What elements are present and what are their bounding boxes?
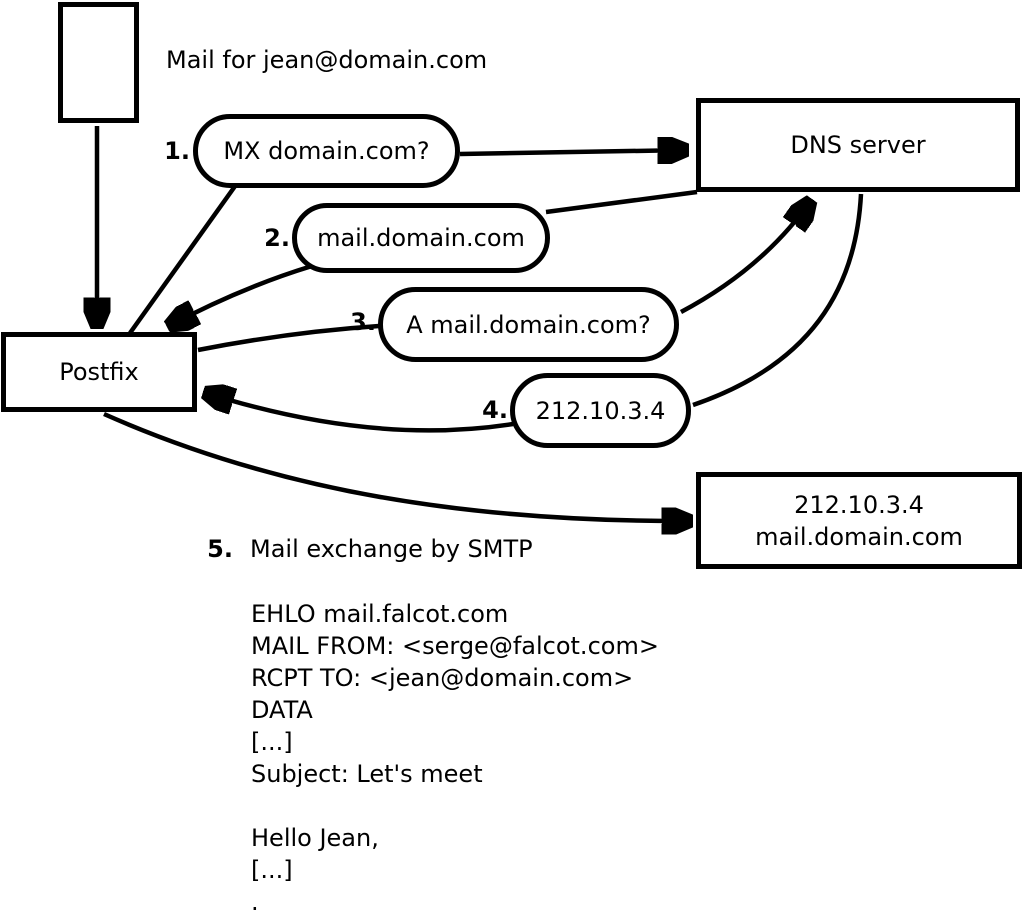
step-number-2: 2. <box>264 224 290 252</box>
arrow-postfix-to-mailserver <box>103 411 693 521</box>
smtp-line-ellipsis1: [...] <box>251 728 293 756</box>
line-dns-to-answer2 <box>545 189 698 215</box>
mail-server-hostname: mail.domain.com <box>755 522 963 551</box>
smtp-line-data: DATA <box>251 696 313 724</box>
step-number-3: 3. <box>350 308 376 336</box>
answer-mx-label: mail.domain.com <box>317 224 525 252</box>
mail-server-ip: 212.10.3.4 <box>794 490 924 519</box>
dns-server-label: DNS server <box>790 131 926 159</box>
line-postfix-to-query3 <box>197 323 380 353</box>
step-number-1: 1. <box>164 137 190 165</box>
postfix-node: Postfix <box>1 332 197 412</box>
mail-server-node: 212.10.3.4 mail.domain.com <box>696 472 1022 569</box>
smtp-line-blank <box>251 790 659 822</box>
query-a-pill: A mail.domain.com? <box>378 287 679 362</box>
line-dns-to-answer4 <box>692 193 864 408</box>
smtp-line-greeting: Hello Jean, <box>251 824 379 852</box>
query-mx-label: MX domain.com? <box>223 137 430 165</box>
step-number-5: 5. <box>207 535 233 563</box>
smtp-line-terminator: . <box>251 888 259 916</box>
arrow-query1-to-dns <box>459 150 689 154</box>
answer-mx-pill: mail.domain.com <box>292 203 550 273</box>
dns-server-node: DNS server <box>696 98 1020 192</box>
smtp-line-ellipsis2: [...] <box>251 856 293 884</box>
query-mx-pill: MX domain.com? <box>193 114 460 188</box>
smtp-line-rcpt-to: RCPT TO: <jean@domain.com> <box>251 664 634 692</box>
answer-a-label: 212.10.3.4 <box>535 396 666 425</box>
smtp-line-mail-from: MAIL FROM: <serge@falcot.com> <box>251 632 659 660</box>
query-a-label: A mail.domain.com? <box>406 310 651 339</box>
smtp-line-subject: Subject: Let's meet <box>251 760 483 788</box>
mail-note: Mail for jean@domain.com <box>166 46 488 74</box>
arrow-answer4-to-postfix <box>203 392 514 433</box>
mail-envelope-shape <box>58 2 139 123</box>
line-postfix-to-query1 <box>128 180 240 335</box>
step-number-4: 4. <box>482 396 508 424</box>
smtp-session-block: EHLO mail.falcot.com MAIL FROM: <serge@f… <box>251 598 659 918</box>
postfix-label: Postfix <box>59 358 139 386</box>
smtp-line-ehlo: EHLO mail.falcot.com <box>251 600 509 628</box>
arrow-answer2-to-postfix <box>167 263 313 327</box>
answer-a-pill: 212.10.3.4 <box>510 373 691 448</box>
arrow-query3-to-dns <box>679 199 812 314</box>
step-5-label: Mail exchange by SMTP <box>250 535 533 563</box>
